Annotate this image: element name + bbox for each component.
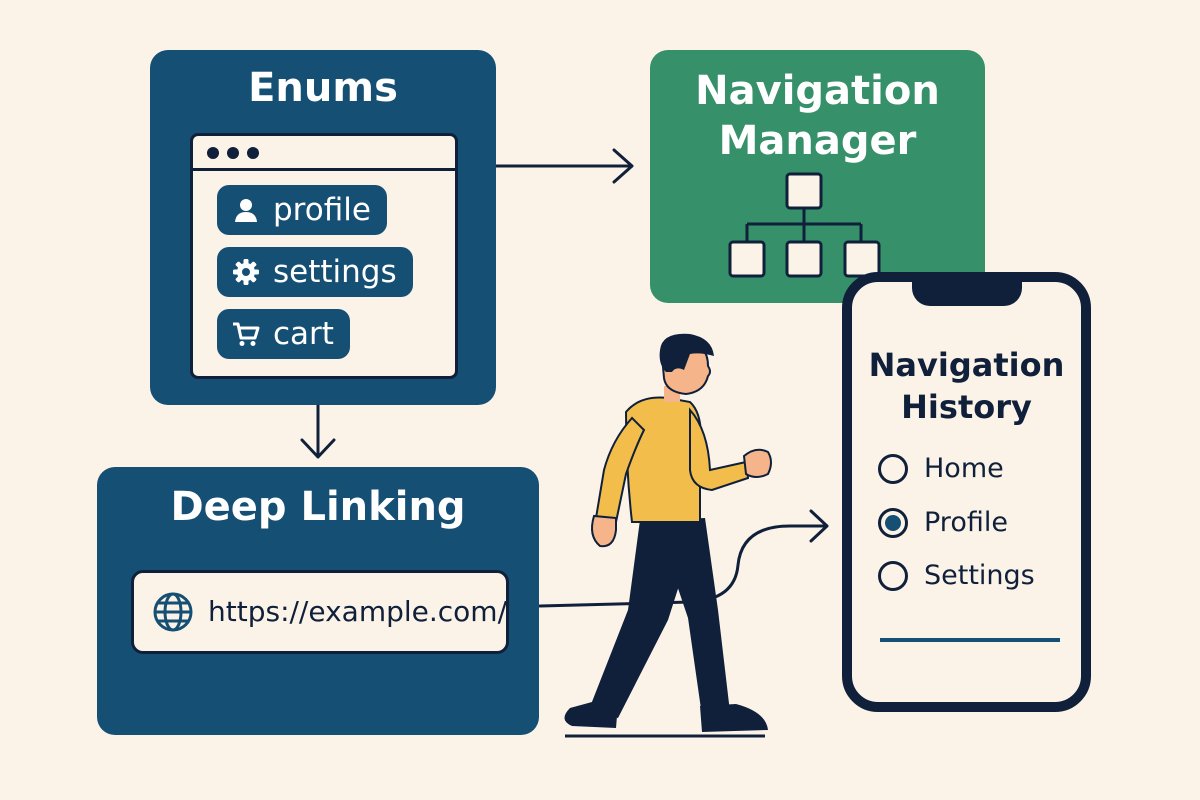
hierarchy-icon (728, 172, 881, 278)
enum-item-label: cart (273, 316, 334, 352)
url-field[interactable]: https://example.com/c (131, 570, 509, 654)
browser-window: profile settings cart (190, 133, 458, 379)
window-dot (207, 147, 219, 159)
radio-button-selected[interactable] (878, 507, 908, 538)
back-hand (591, 514, 617, 548)
enums-title: Enums (248, 65, 398, 111)
cart-icon (233, 322, 260, 346)
radio-button[interactable] (878, 560, 908, 591)
front-fist (742, 448, 772, 478)
navigation-manager-panel: Navigation Manager (650, 50, 985, 303)
title-line: History (901, 388, 1032, 426)
url-text: https://example.com/c (208, 595, 509, 628)
deep-linking-title: Deep Linking (170, 484, 466, 530)
phone-divider-bar (880, 638, 1060, 642)
hair (659, 333, 714, 372)
history-item-profile[interactable]: Profile (878, 507, 1008, 538)
history-item-label: Home (924, 453, 1004, 484)
globe-icon (153, 592, 193, 632)
enum-item-settings[interactable]: settings (217, 247, 413, 297)
history-item-label: Profile (924, 507, 1008, 538)
front-arm (689, 407, 750, 492)
user-icon (235, 199, 257, 222)
phone-notch (912, 280, 1022, 306)
window-dot (247, 147, 259, 159)
history-item-home[interactable]: Home (878, 453, 1004, 484)
gear-icon (233, 259, 259, 285)
window-dot (227, 147, 239, 159)
history-item-label: Settings (924, 560, 1035, 591)
phone-navigation-history: Navigation History Home Profile Settings (842, 272, 1091, 712)
arrow-enums-to-manager (494, 148, 634, 184)
navigation-manager-title: Navigation Manager (650, 66, 985, 166)
title-line: Manager (718, 118, 917, 164)
navigation-history-title: Navigation History (852, 344, 1081, 428)
browser-title-bar (193, 136, 455, 171)
title-line: Navigation (868, 346, 1065, 384)
enum-item-profile[interactable]: profile (217, 185, 387, 235)
history-item-settings[interactable]: Settings (878, 560, 1035, 591)
back-shoe (564, 702, 618, 728)
front-leg (655, 518, 730, 716)
deep-linking-panel: Deep Linking https://example.com/c (97, 467, 539, 735)
enum-item-cart[interactable]: cart (217, 309, 350, 359)
front-shoe (700, 704, 768, 732)
enums-panel: Enums profile (150, 50, 496, 405)
enum-item-label: settings (273, 254, 397, 290)
enum-item-label: profile (273, 192, 371, 228)
radio-button[interactable] (878, 453, 908, 484)
title-line: Navigation (695, 68, 940, 114)
